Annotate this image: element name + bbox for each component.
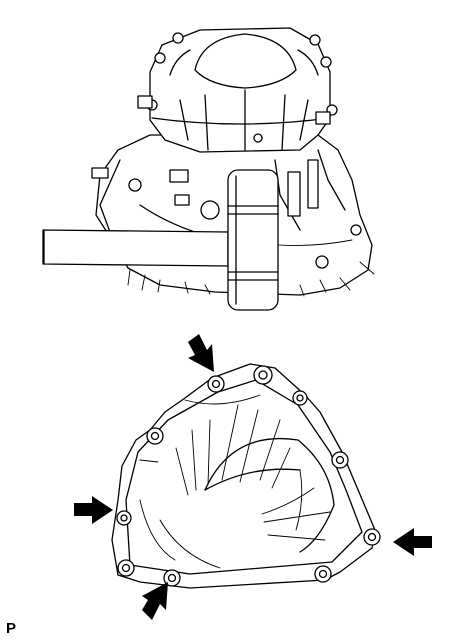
pointer-arrow-icon: [142, 582, 168, 620]
plastic-hammer-icon: [42, 169, 279, 311]
figure-code: P: [6, 620, 17, 637]
pointer-arrow-icon: [74, 496, 113, 524]
pointer-arrow-icon: [393, 528, 432, 556]
extension-housing: [111, 363, 381, 589]
pointer-arrow-icon: [188, 334, 214, 372]
pry-point-arrows: [74, 334, 432, 620]
bolt-bosses: [116, 365, 381, 587]
